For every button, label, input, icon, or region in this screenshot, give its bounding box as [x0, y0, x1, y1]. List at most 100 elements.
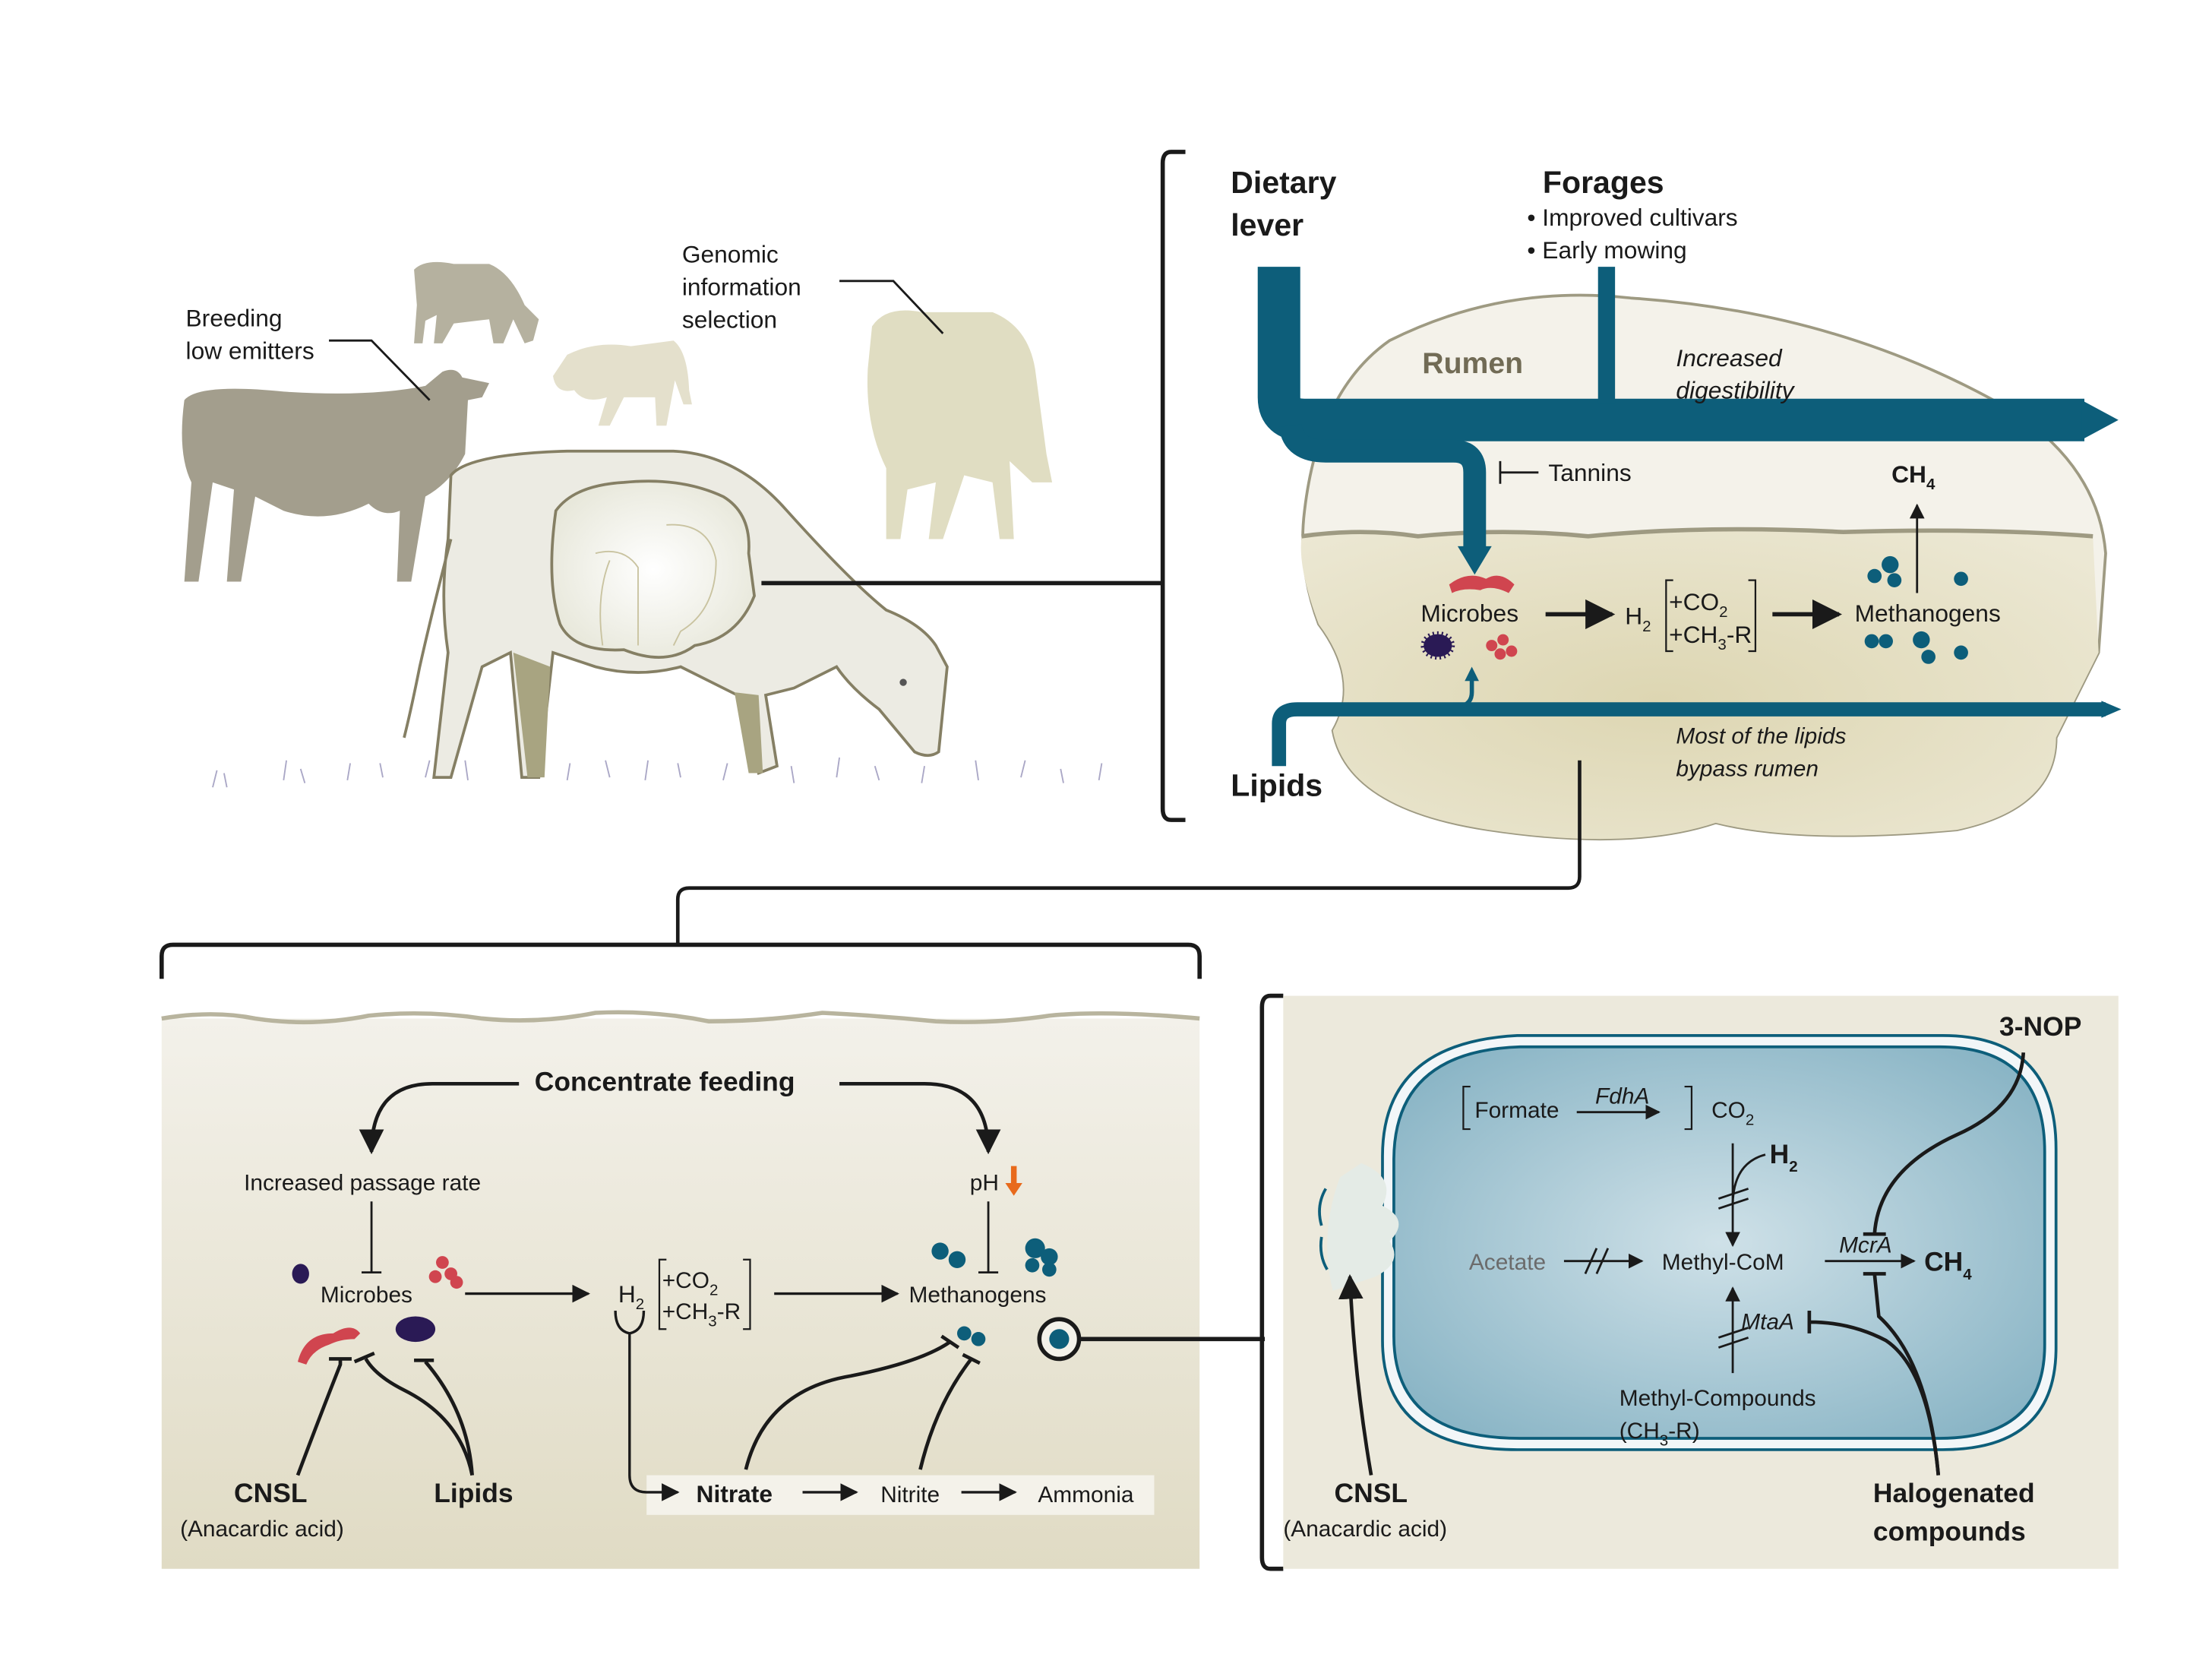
rod-bacteria-icon-bl: [298, 1327, 361, 1365]
forages-label: Forages: [1543, 165, 1664, 200]
co2-label-bl: +CO2: [662, 1268, 719, 1299]
lipid-to-microbe-arrowhead: [1465, 666, 1479, 682]
concentrate-to-passage-arrow: [359, 1082, 520, 1155]
passage-inhibits-microbes: [362, 1201, 382, 1273]
methylcompounds-pathway-break: [1717, 1327, 1749, 1349]
purple-bacterium-icon-large: [395, 1316, 436, 1343]
bypass-label-2: bypass rumen: [1676, 756, 1819, 781]
h2-joining-curve: [1731, 1153, 1766, 1206]
cow-rumen-chambers: [595, 524, 717, 646]
ch4-label-br: CH4: [1924, 1247, 1972, 1283]
dietary-lever-label-2: lever: [1231, 207, 1304, 242]
halogenated-label-1: Halogenated: [1873, 1478, 2035, 1508]
rod-bacteria-icon: [1449, 575, 1515, 593]
membrane-fragments: [1318, 1188, 1329, 1270]
ch3r-label-bl: +CH3-R: [662, 1299, 741, 1330]
rumen-entry-arrowhead: [1457, 546, 1492, 575]
digestibility-label-2: digestibility: [1676, 377, 1795, 404]
connector-rumen-to-bottom: [675, 760, 1582, 944]
methylcom-label: Methyl-CoM: [1662, 1250, 1784, 1275]
methanogen-cluster-icon: [1864, 555, 1968, 664]
dietary-lever-label: Dietary: [1231, 165, 1336, 200]
lipids-inhibit-microbes-2: [414, 1359, 474, 1476]
bracket-bottom-right: [1259, 993, 1284, 1571]
rumen-label: Rumen: [1422, 347, 1523, 380]
cnsl-label-br: CNSL: [1335, 1478, 1408, 1508]
tannins-inhibitor: [1499, 460, 1539, 484]
concentrate-feeding-label: Concentrate feeding: [535, 1067, 795, 1097]
purple-bacterium-icon: [1420, 631, 1455, 660]
bracket-bottom-left: [160, 942, 1202, 979]
cow-silhouette-genomic: [867, 310, 1053, 539]
mtaa-label: MtaA: [1741, 1309, 1794, 1334]
leader-line-breeding: [329, 339, 431, 401]
halogenated-label-2: compounds: [1873, 1516, 2026, 1546]
ch3r-label-top: +CH3-R: [1669, 621, 1752, 653]
passage-rate-label: Increased passage rate: [244, 1170, 481, 1195]
rumen-entry-flow: [1278, 423, 1487, 554]
ch3r-label-br: (CH3-R): [1620, 1419, 1700, 1449]
methyl-compounds-label: Methyl-Compounds: [1620, 1386, 1816, 1411]
co2-label-top: +CO2: [1669, 588, 1728, 621]
nitrate-inhibits-methanogens: [744, 1334, 960, 1470]
cocci-cluster-icon-bl: [428, 1256, 463, 1289]
cnsl-to-membrane-arrow: [1338, 1273, 1373, 1476]
anacardic-label-bl: (Anacardic acid): [180, 1517, 344, 1542]
cell-membrane-rupture: [1327, 1163, 1399, 1291]
acetate-label: Acetate: [1469, 1250, 1546, 1275]
dietary-flow-arrowhead: [2081, 400, 2119, 440]
forage-item-mowing: • Early mowing: [1527, 236, 1686, 264]
cow-silhouette-small-grey: [414, 261, 539, 343]
tannins-label: Tannins: [1548, 459, 1631, 486]
microbes-label-bl: Microbes: [321, 1283, 412, 1308]
cnsl-label-bl: CNSL: [234, 1478, 308, 1508]
lipids-label-top: Lipids: [1231, 767, 1322, 802]
nop-inhibits-mcra: [1863, 1052, 2026, 1236]
ch4-label-top: CH4: [1891, 460, 1936, 493]
ph-down-arrow: [1005, 1166, 1022, 1196]
grass: [212, 757, 1103, 788]
microbes-label-top: Microbes: [1420, 599, 1518, 627]
rumen-liquid-surface: [1301, 527, 2094, 539]
h2-label-bl: H2: [618, 1280, 644, 1313]
label-genomic: Genomic: [682, 241, 779, 268]
leader-line-genomic: [839, 280, 944, 334]
co2-label-br: CO2: [1711, 1098, 1754, 1128]
nitrate-row-background: [646, 1475, 1155, 1515]
ph-inhibits-methanogens: [978, 1201, 999, 1273]
methanogens-label-bl: Methanogens: [909, 1283, 1047, 1308]
cow-rumen-stomach: [550, 479, 756, 659]
methanogens-label-top: Methanogens: [1855, 599, 2001, 627]
dietary-flows: [1257, 267, 2122, 767]
cow-tail: [403, 539, 453, 739]
digestibility-label-1: Increased: [1676, 344, 1783, 372]
fdha-label: FdhA: [1595, 1083, 1649, 1109]
anacardic-label-br: (Anacardic acid): [1283, 1517, 1447, 1542]
ph-label: pH: [970, 1170, 999, 1195]
lipids-flow-arrowhead: [2101, 701, 2122, 718]
formate-label: Formate: [1474, 1098, 1559, 1123]
nitrite-label: Nitrite: [880, 1482, 940, 1507]
dietary-lever-flow: [1257, 267, 2084, 441]
label-selection: selection: [682, 305, 777, 333]
acetate-pathway-break: [1584, 1248, 1610, 1275]
methanogen-cluster-icon-bl: [931, 1238, 1058, 1346]
lipids-label-bl: Lipids: [434, 1478, 513, 1508]
methanogen-zoom-dot: [1049, 1329, 1070, 1349]
nop-label: 3-NOP: [1999, 1011, 2081, 1042]
halo-inhibits-mtaa: [1807, 1311, 1941, 1476]
nitrate-label: Nitrate: [697, 1480, 773, 1507]
bl-surface-line: [161, 1010, 1200, 1025]
label-information: information: [682, 273, 801, 300]
purple-bacterium-icon-small: [292, 1264, 309, 1284]
microbes-icons-top: [1420, 555, 1968, 664]
lipid-to-microbe-flow: [1459, 678, 1474, 709]
h2-label-top: H2: [1625, 603, 1651, 635]
cow-silhouette-pale-calf: [553, 340, 692, 426]
ammonia-label: Ammonia: [1038, 1482, 1134, 1507]
h2-to-nitrate-arrow: [614, 1310, 678, 1492]
bracket-top-right: [1160, 150, 1186, 822]
lipids-flow: [1272, 702, 2106, 767]
mcra-label: McrA: [1839, 1232, 1892, 1257]
